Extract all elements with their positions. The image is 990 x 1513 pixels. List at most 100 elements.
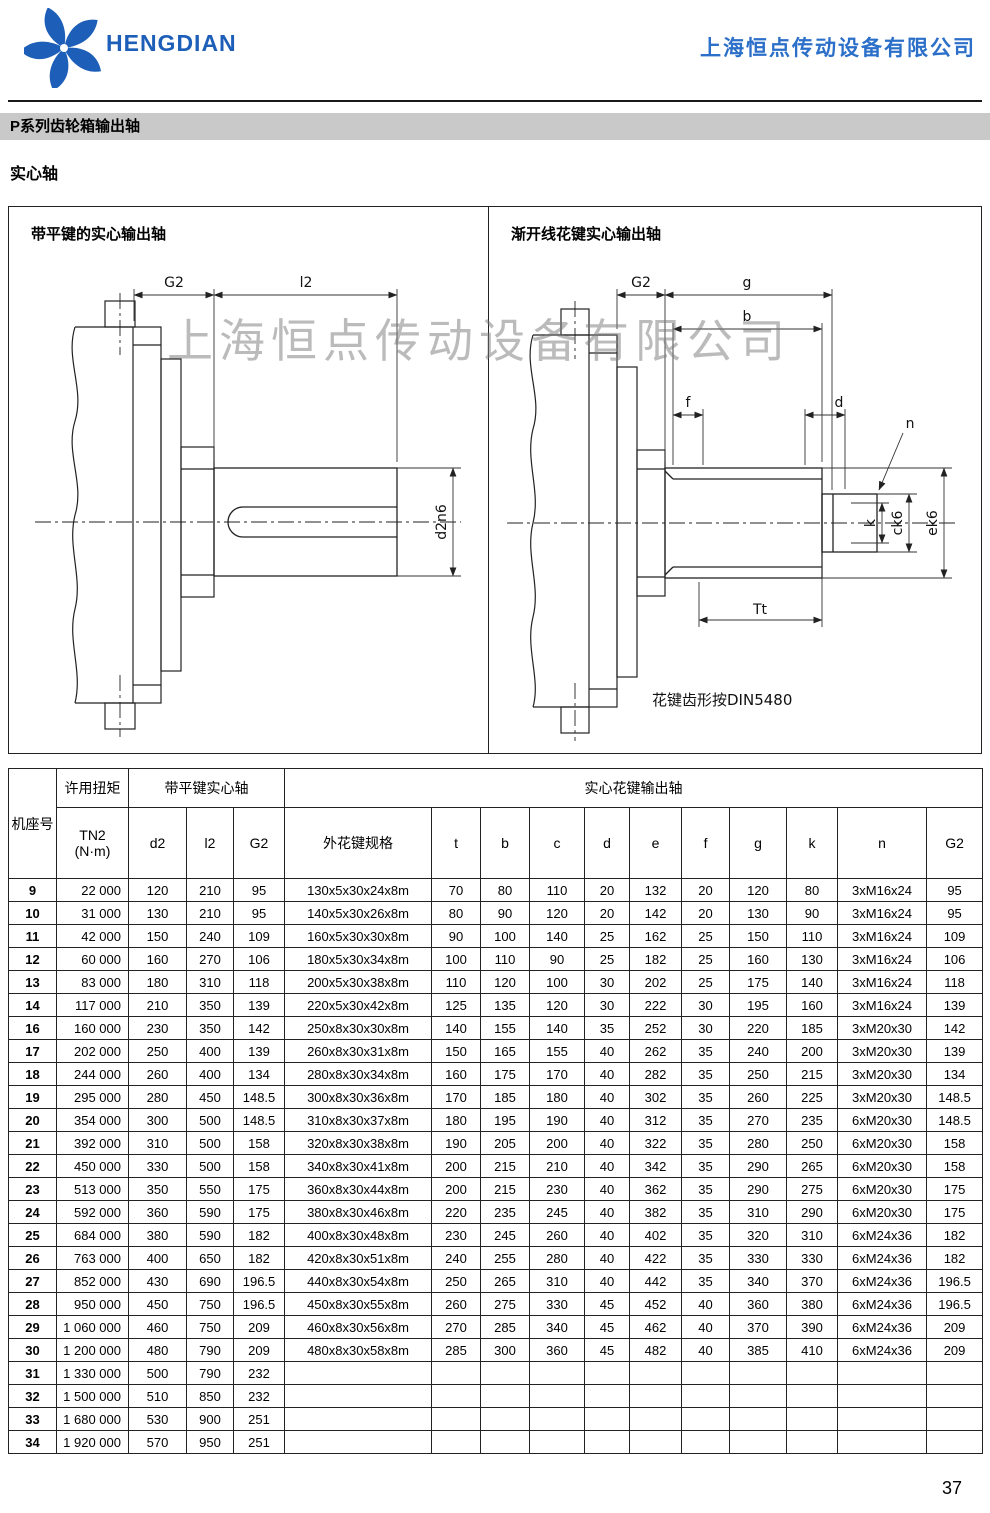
value-cell — [926, 1430, 984, 1454]
value-cell: 20 — [584, 901, 631, 925]
value-cell — [431, 1430, 482, 1454]
value-cell: 3xM20x30 — [837, 1016, 928, 1040]
value-cell: 40 — [584, 1108, 631, 1132]
value-cell: 155 — [529, 1039, 586, 1063]
value-cell: 790 — [186, 1361, 234, 1385]
value-cell: 22 000 — [56, 878, 129, 902]
value-cell: 850 — [186, 1384, 234, 1408]
value-cell: 25 — [584, 947, 631, 971]
value-cell — [786, 1407, 839, 1431]
centerlines — [35, 293, 461, 737]
value-cell: 460 — [128, 1315, 187, 1339]
value-cell: 360 — [529, 1338, 586, 1362]
dim-label-l2: l2 — [300, 275, 313, 291]
frame-size-cell: 17 — [8, 1039, 57, 1063]
value-cell: 290 — [786, 1200, 839, 1224]
value-cell: 280x8x30x34x8m — [284, 1062, 433, 1086]
value-cell: 134 — [926, 1062, 984, 1086]
value-cell: 130 — [128, 901, 187, 925]
dim-label-b: b — [743, 309, 752, 325]
value-cell: 6xM20x30 — [837, 1200, 928, 1224]
value-cell: 30 — [681, 1016, 731, 1040]
value-cell: 550 — [186, 1177, 234, 1201]
frame-size-cell: 25 — [8, 1223, 57, 1247]
value-cell: 3xM16x24 — [837, 924, 928, 948]
table-header-columns: TN2 (N·m) d2 l2 G2 外花键规格 t b c d e f g k… — [9, 807, 984, 879]
value-cell: 1 060 000 — [56, 1315, 129, 1339]
value-cell: 340 — [529, 1315, 586, 1339]
value-cell: 265 — [480, 1269, 531, 1293]
value-cell: 215 — [480, 1177, 531, 1201]
value-cell: 6xM24x36 — [837, 1315, 928, 1339]
value-cell: 330 — [529, 1292, 586, 1316]
value-cell: 235 — [786, 1108, 839, 1132]
dim-label-d: d — [835, 395, 844, 411]
value-cell: 350 — [128, 1177, 187, 1201]
value-cell: 380x8x30x46x8m — [284, 1200, 433, 1224]
value-cell: 230 — [529, 1177, 586, 1201]
value-cell: 220x5x30x42x8m — [284, 993, 433, 1017]
value-cell — [786, 1430, 839, 1454]
value-cell — [584, 1384, 631, 1408]
value-cell: 320 — [729, 1223, 788, 1247]
value-cell: 6xM20x30 — [837, 1154, 928, 1178]
value-cell: 148.5 — [232, 1085, 286, 1109]
dim-label-g2: G2 — [631, 275, 651, 291]
value-cell: 250 — [729, 1062, 788, 1086]
value-cell: 132 — [629, 878, 683, 902]
value-cell: 209 — [232, 1338, 286, 1362]
value-cell — [926, 1384, 984, 1408]
value-cell: 245 — [529, 1200, 586, 1224]
frame-size-cell: 29 — [8, 1315, 57, 1339]
value-cell: 225 — [786, 1085, 839, 1109]
dim-label-ek6: ek6 — [925, 510, 941, 536]
value-cell: 370 — [729, 1315, 788, 1339]
value-cell: 462 — [629, 1315, 683, 1339]
value-cell: 150 — [128, 924, 187, 948]
value-cell: 763 000 — [56, 1246, 129, 1270]
value-cell: 290 — [729, 1177, 788, 1201]
value-cell: 20 — [681, 901, 731, 925]
housing-outline — [71, 300, 215, 730]
frame-size-cell: 31 — [8, 1361, 57, 1385]
value-cell: 3xM20x30 — [837, 1039, 928, 1063]
value-cell: 35 — [681, 1108, 731, 1132]
value-cell: 950 000 — [56, 1292, 129, 1316]
value-cell: 40 — [681, 1292, 731, 1316]
value-cell: 330 — [128, 1154, 187, 1178]
value-cell — [284, 1407, 433, 1431]
col-header-g2b: G2 — [926, 807, 984, 879]
value-cell: 35 — [681, 1200, 731, 1224]
spline-standard-note: 花键齿形按DIN5480 — [652, 691, 792, 709]
value-cell: 158 — [926, 1131, 984, 1155]
value-cell: 100 — [480, 924, 531, 948]
value-cell: 175 — [926, 1200, 984, 1224]
value-cell: 354 000 — [56, 1108, 129, 1132]
value-cell: 90 — [786, 901, 839, 925]
value-cell: 202 — [629, 970, 683, 994]
value-cell: 142 — [926, 1016, 984, 1040]
frame-size-cell: 10 — [8, 901, 57, 925]
value-cell: 120 — [729, 878, 788, 902]
value-cell — [786, 1361, 839, 1385]
value-cell: 265 — [786, 1154, 839, 1178]
col-header-frame: 机座号 — [8, 768, 57, 879]
value-cell: 30 — [584, 993, 631, 1017]
value-cell: 35 — [681, 1131, 731, 1155]
frame-size-cell: 16 — [8, 1016, 57, 1040]
dim-label-g: g — [743, 275, 752, 291]
frame-size-cell: 22 — [8, 1154, 57, 1178]
value-cell: 6xM20x30 — [837, 1131, 928, 1155]
value-cell — [529, 1361, 586, 1385]
value-cell — [729, 1430, 788, 1454]
value-cell: 35 — [584, 1016, 631, 1040]
col-header-torque-group: 许用扭矩 — [56, 768, 129, 808]
value-cell: 590 — [186, 1223, 234, 1247]
value-cell: 80 — [786, 878, 839, 902]
value-cell: 244 000 — [56, 1062, 129, 1086]
